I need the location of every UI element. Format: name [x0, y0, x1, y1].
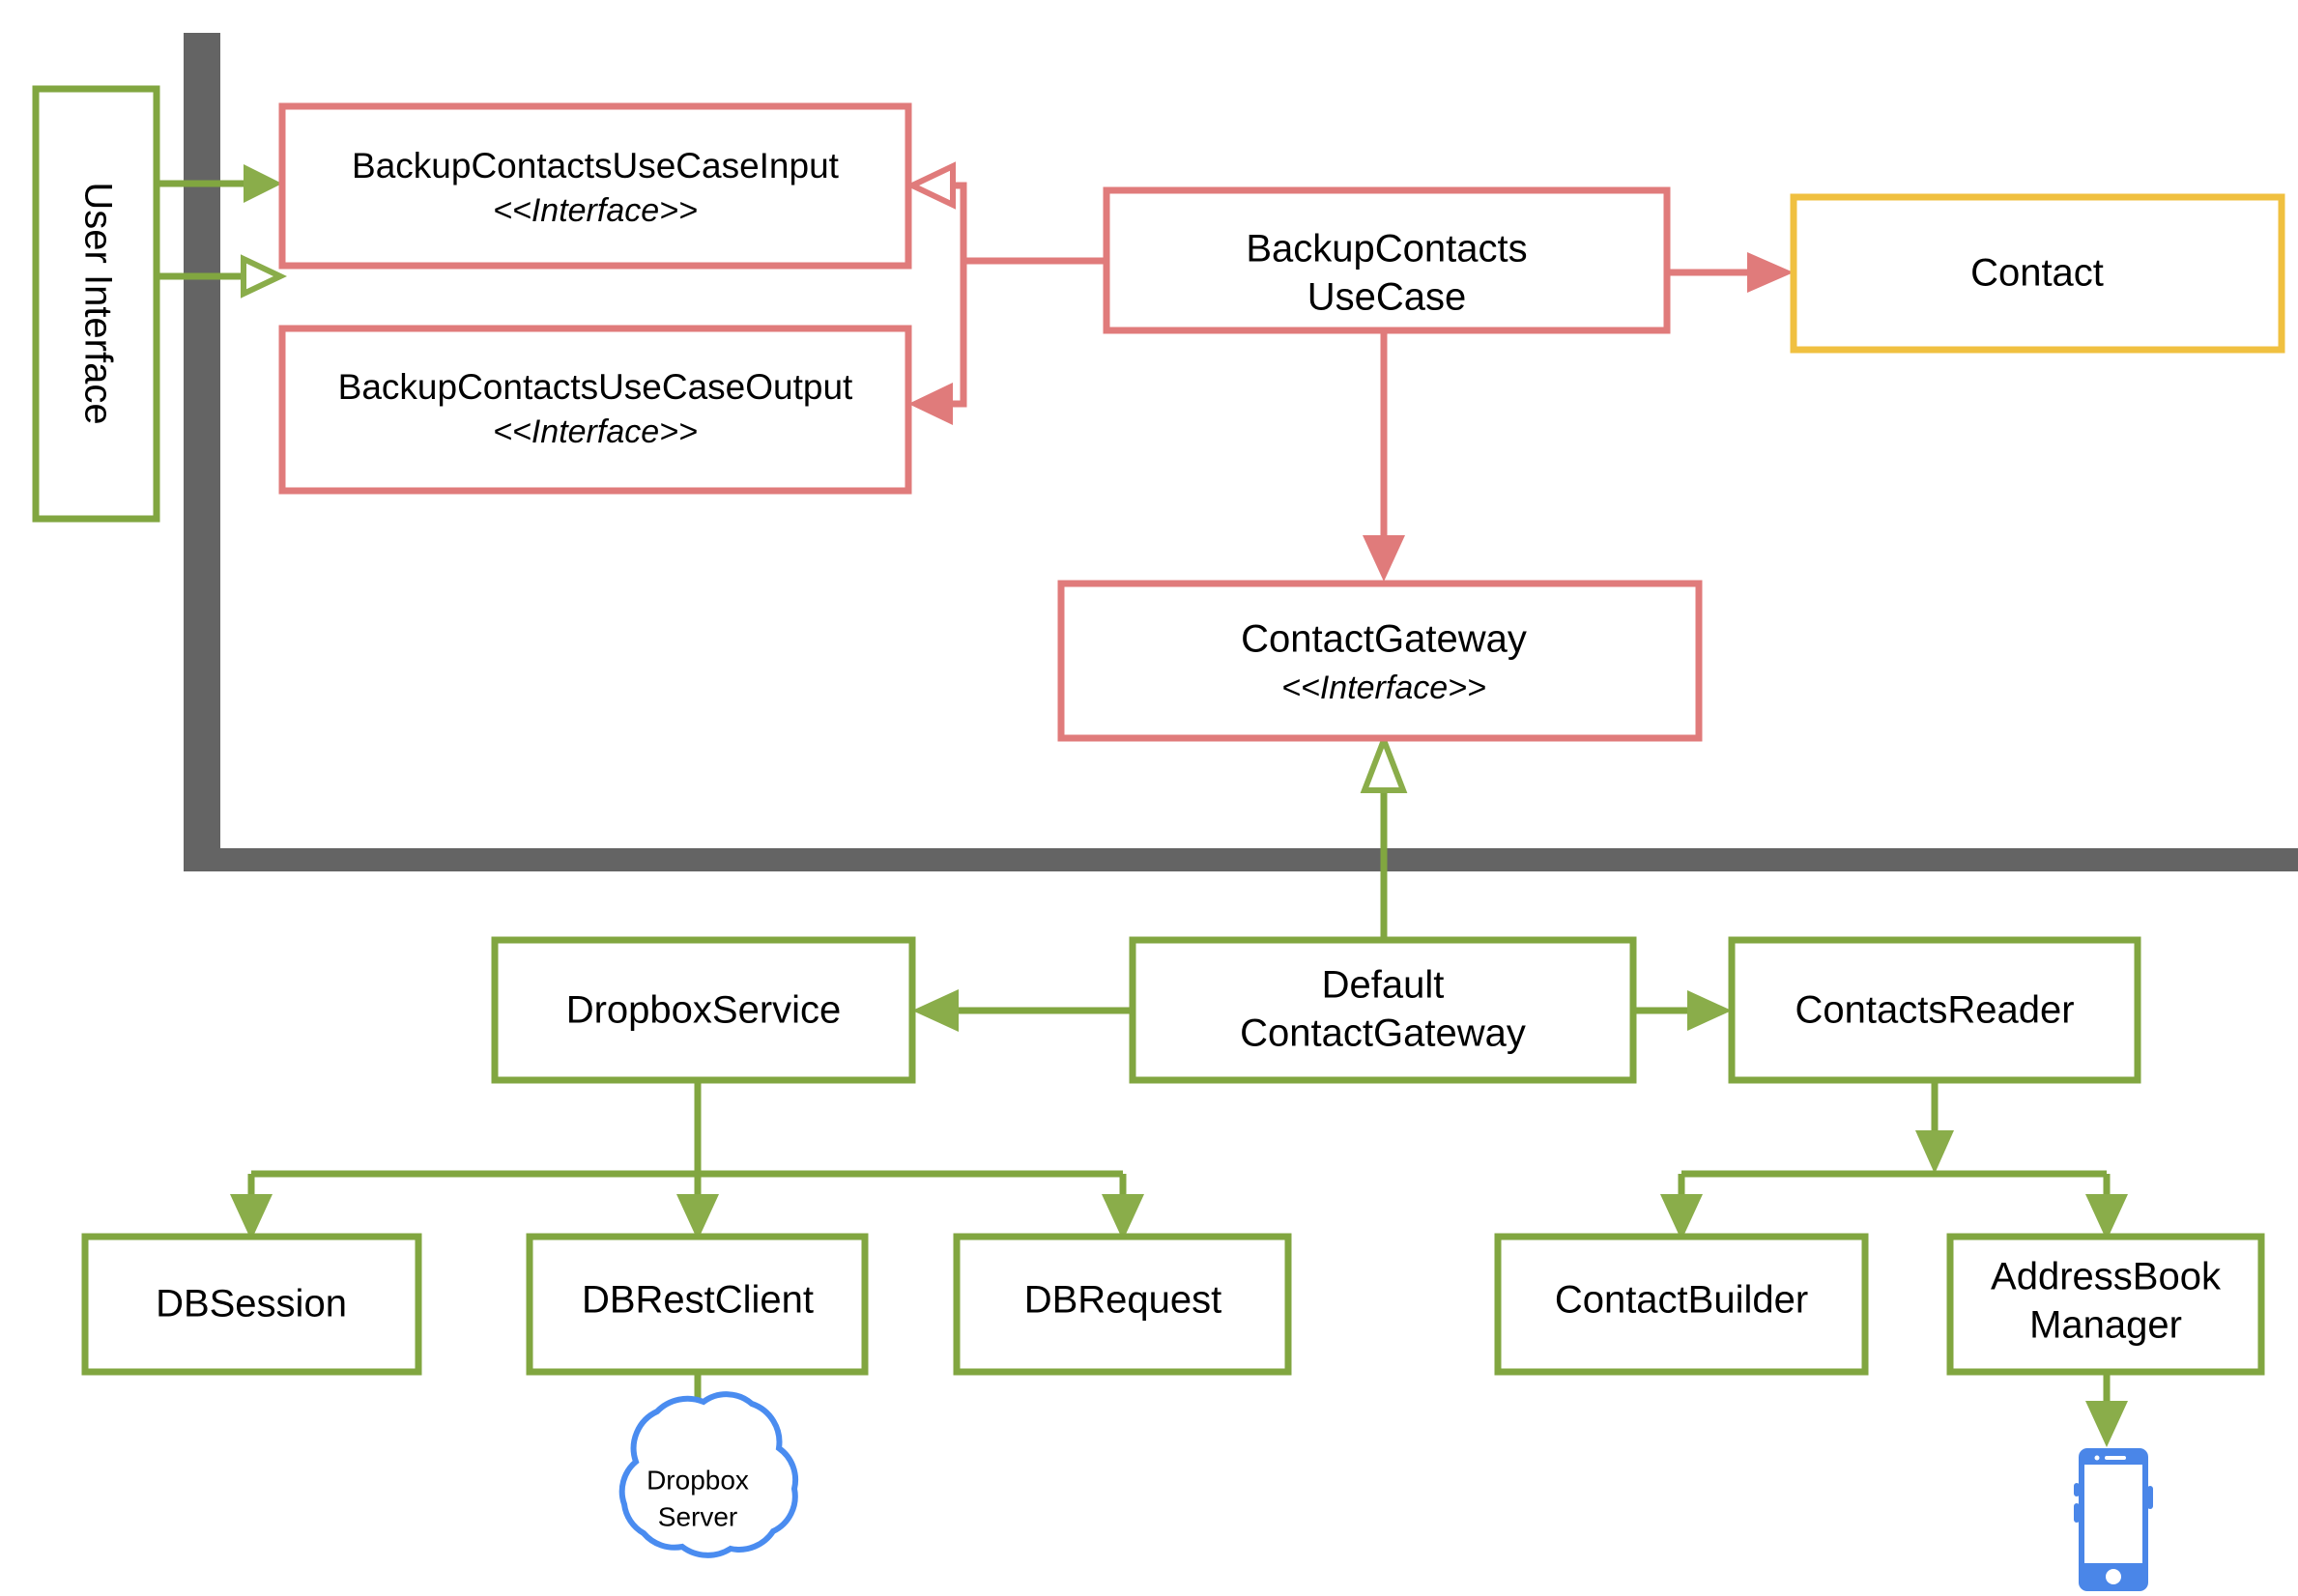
node-default-contact-gateway-label-line1: Default	[1322, 964, 1445, 1007]
node-address-book-manager[interactable]: AddressBook Manager	[1946, 1233, 2265, 1376]
node-default-contact-gateway[interactable]: Default ContactGateway	[1129, 936, 1637, 1084]
node-contacts-reader[interactable]: ContactsReader	[1728, 936, 2141, 1084]
edge-defaultgateway-to-contactsreader	[1633, 990, 1732, 1031]
node-contact-label: Contact	[1970, 252, 2104, 295]
node-address-book-manager-label-line1: AddressBook	[1991, 1256, 2222, 1298]
edge-contactsreader-fanout	[1660, 1080, 2128, 1240]
node-backup-contacts-usecase-input-label: BackupContactsUseCaseInput	[352, 146, 840, 185]
node-backup-contacts-usecase-output-label: BackupContactsUseCaseOutput	[338, 367, 853, 407]
node-backup-contacts-usecase-label-line2: UseCase	[1307, 276, 1467, 319]
edge-defaultgateway-to-dropboxservice	[912, 989, 1133, 1032]
node-backup-contacts-usecase-output[interactable]: BackupContactsUseCaseOutput <<Interface>…	[278, 325, 912, 495]
edge-usecase-to-output	[908, 261, 967, 425]
node-backup-contacts-usecase-input[interactable]: BackupContactsUseCaseInput <<Interface>>	[278, 102, 912, 270]
node-default-contact-gateway-label-line2: ContactGateway	[1240, 1012, 1526, 1055]
edge-usecase-to-contactgateway	[1363, 330, 1405, 582]
edge-addressbookmanager-to-phone	[2085, 1372, 2128, 1447]
node-db-session-label: DBSession	[156, 1283, 347, 1325]
smartphone-icon	[2074, 1448, 2153, 1591]
node-dropbox-server-cloud[interactable]: Dropbox Server	[618, 1391, 799, 1558]
node-dropbox-server-label-line1: Dropbox	[646, 1465, 749, 1495]
edge-usecase-to-input	[905, 161, 1106, 265]
node-contacts-reader-label: ContactsReader	[1795, 989, 2074, 1032]
node-dropbox-service-label: DropboxService	[566, 989, 842, 1032]
node-dropbox-server-label-line2: Server	[658, 1501, 737, 1531]
node-backup-contacts-usecase-input-stereotype: <<Interface>>	[493, 192, 698, 229]
node-db-request-label: DBRequest	[1024, 1279, 1222, 1322]
architecture-boundary-bar	[184, 33, 2298, 871]
edge-defaultgateway-to-contactgateway	[1360, 731, 1408, 940]
node-contact-builder[interactable]: ContactBuilder	[1494, 1233, 1869, 1376]
node-db-session[interactable]: DBSession	[81, 1233, 422, 1376]
node-user-interface-label: User Interface	[76, 182, 119, 424]
node-address-book-manager-label-line2: Manager	[2029, 1304, 2182, 1347]
node-contact-gateway-stereotype: <<Interface>>	[1281, 670, 1486, 706]
edge-dropboxservice-fanout	[230, 1080, 1144, 1240]
node-user-interface[interactable]: User Interface	[32, 85, 160, 523]
node-backup-contacts-usecase-label-line1: BackupContacts	[1246, 228, 1527, 271]
node-contact[interactable]: Contact	[1790, 193, 2285, 354]
node-db-rest-client[interactable]: DBRestClient	[526, 1233, 869, 1376]
edge-usecase-to-contact	[1667, 252, 1794, 293]
node-db-rest-client-label: DBRestClient	[582, 1279, 814, 1322]
node-contact-builder-label: ContactBuilder	[1555, 1279, 1808, 1322]
node-backup-contacts-usecase-output-stereotype: <<Interface>>	[493, 413, 698, 450]
node-backup-contacts-usecase[interactable]: BackupContacts UseCase	[1103, 186, 1671, 334]
node-dropbox-service[interactable]: DropboxService	[491, 936, 916, 1084]
node-contact-gateway[interactable]: ContactGateway <<Interface>>	[1057, 580, 1703, 742]
node-contact-gateway-label: ContactGateway	[1241, 618, 1527, 661]
node-db-request[interactable]: DBRequest	[953, 1233, 1292, 1376]
